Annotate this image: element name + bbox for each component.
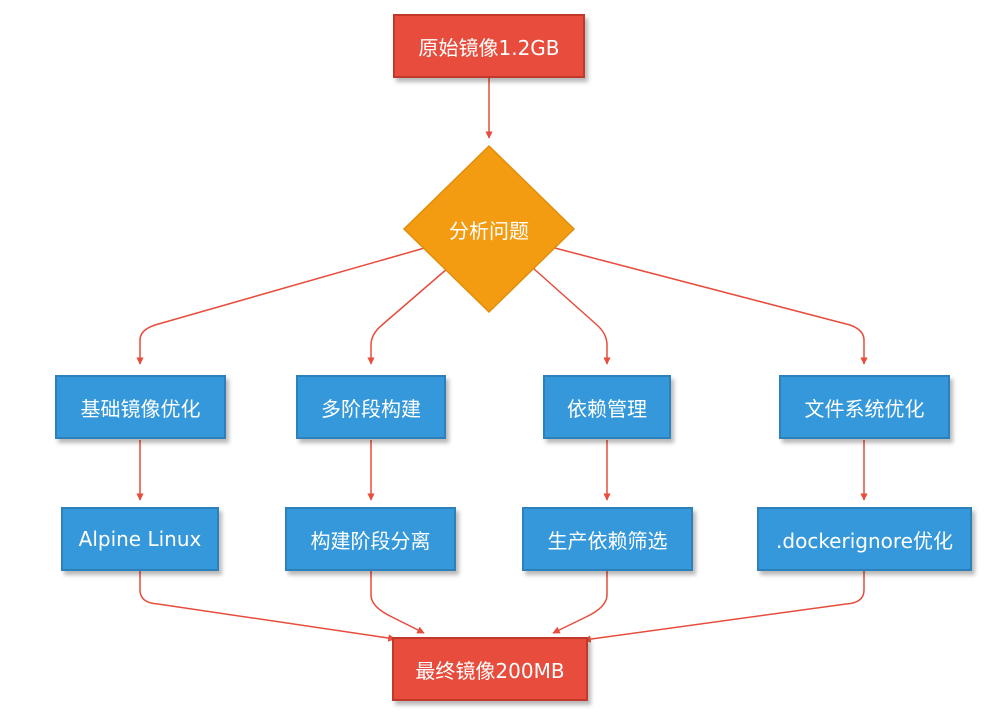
edge-action-2-to-end — [370, 571, 425, 634]
strategy-node-1-label: 基础镜像优化 — [80, 396, 201, 421]
action-node-1-label: Alpine Linux — [78, 527, 202, 551]
strategy-node-1: 基础镜像优化 — [55, 375, 226, 439]
strategy-node-4-label: 文件系统优化 — [804, 396, 925, 421]
end-node: 最终镜像200MB — [392, 637, 588, 701]
start-node-label: 原始镜像1.2GB — [418, 35, 560, 60]
edge-action-1-to-end — [139, 571, 396, 642]
edge-decision-to-strategy-2 — [367, 267, 449, 365]
edge-action-4-to-end — [583, 571, 865, 643]
action-node-4-label: .dockerignore优化 — [776, 528, 953, 553]
decision-node-label: 分析问题 — [449, 218, 529, 243]
edge-action-3-to-end — [552, 571, 608, 634]
strategy-node-4: 文件系统优化 — [779, 375, 950, 439]
action-node-4: .dockerignore优化 — [757, 507, 972, 571]
strategy-node-3-label: 依赖管理 — [567, 396, 647, 421]
start-node: 原始镜像1.2GB — [393, 14, 585, 78]
end-node-label: 最终镜像200MB — [415, 658, 565, 683]
action-node-2-label: 构建阶段分离 — [310, 528, 431, 553]
action-node-2: 构建阶段分离 — [285, 507, 456, 571]
decision-diamond — [402, 144, 576, 314]
edge-decision-to-strategy-1 — [136, 246, 429, 365]
strategy-node-2: 多阶段构建 — [296, 375, 446, 439]
action-node-3-label: 生产依赖筛选 — [547, 528, 668, 553]
edge-decision-to-strategy-4 — [550, 246, 868, 365]
edge-decision-to-strategy-3 — [532, 267, 611, 365]
strategy-node-2-label: 多阶段构建 — [321, 396, 421, 421]
action-node-1: Alpine Linux — [61, 507, 219, 571]
decision-node: 分析问题 — [409, 209, 569, 249]
strategy-node-3: 依赖管理 — [543, 375, 671, 439]
action-node-3: 生产依赖筛选 — [522, 507, 693, 571]
